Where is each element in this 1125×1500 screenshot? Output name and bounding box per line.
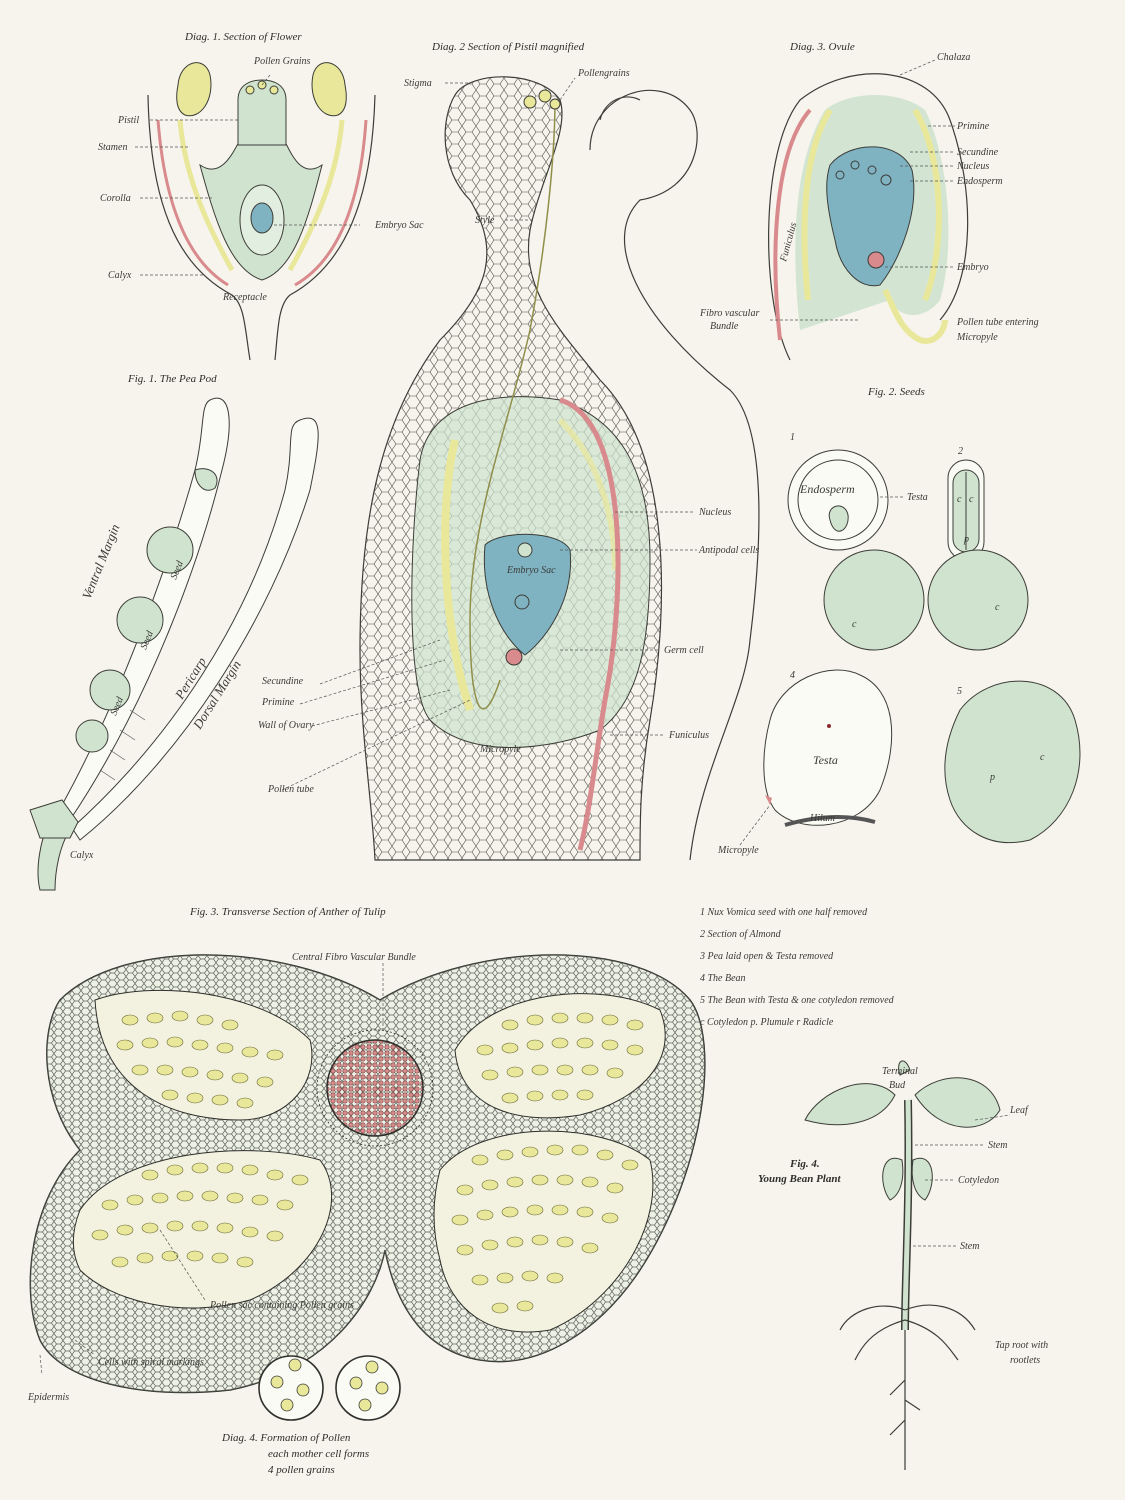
pollen-sac-top-left [94,989,313,1121]
fig3-title: Fig. 3. Transverse Section of Anther of … [189,906,386,918]
diag4-title-line2: each mother cell forms [268,1448,369,1460]
label-pollen-tube: Pollen tube [267,784,314,795]
label-secundine: Secundine [262,676,304,687]
label-pollen-tube-entering: Pollen tube entering [956,317,1039,328]
diag3-ovule: Diag. 3. Ovule Chalaza Primine Secundine… [699,41,1039,361]
label-antipodal-cells: Antipodal cells [698,545,759,556]
diag4-title-line1: Diag. 4. Formation of Pollen [221,1432,351,1444]
label-micropyle: Micropyle [479,744,521,755]
label-testa: Testa [907,492,928,503]
diag1-title: Diag. 1. Section of Flower [184,31,302,43]
label-calyx-2: Calyx [70,850,94,861]
diag4-title-line3: 4 pollen grains [268,1464,335,1476]
fig2-title: Fig. 2. Seeds [867,386,925,398]
fig4-title-line2: Young Bean Plant [758,1173,841,1185]
seeds-legend: 1 Nux Vomica seed with one half removed … [699,907,895,1028]
label-c-1: c [957,494,962,505]
label-c-2: c [969,494,974,505]
seed-num-2: 2 [958,446,963,457]
label-endosperm: Endosperm [956,176,1003,187]
label-wall-of-ovary: Wall of Ovary [258,720,314,731]
legend-line-4: 4 The Bean [700,973,746,984]
label-stem-2: Stem [960,1241,979,1252]
fig1-title: Fig. 1. The Pea Pod [127,373,217,385]
fig3-anther-of-tulip: Fig. 3. Transverse Section of Anther of … [27,906,706,1403]
pollen-sac-top-right [454,993,666,1119]
label-pollen-sac: Pollen sac containing Pollen grains [209,1300,354,1311]
label-primine: Primine [261,697,295,708]
pollen-sac-bottom-right [433,1130,654,1333]
label-stigma: Stigma [404,78,432,89]
label-p-2: p [989,772,995,783]
label-calyx: Calyx [108,270,132,281]
central-fibro-vascular-bundle [326,1039,424,1137]
diag2-title: Diag. 2 Section of Pistil magnified [431,41,585,53]
label-p-1: p [963,534,969,545]
label-tap-root: Tap root with [995,1340,1048,1351]
label-chalaza: Chalaza [937,52,970,63]
label-c-4: c [995,602,1000,613]
label-corolla: Corolla [100,193,131,204]
label-germ-cell: Germ cell [664,645,704,656]
fig4-title-line1: Fig. 4. [789,1158,820,1170]
legend-line-2: 2 Section of Almond [700,929,782,940]
label-cotyledon: Cotyledon [958,1175,999,1186]
label-stem-1: Stem [988,1140,1007,1151]
label-secundine-2: Secundine [957,147,999,158]
seed-num-5: 5 [957,686,962,697]
label-testa-2: Testa [813,753,838,767]
label-receptacle: Receptacle [222,292,267,303]
label-nucleus-2: Nucleus [956,161,989,172]
label-funiculus: Funiculus [668,730,709,741]
label-hilum: Hilum [809,813,835,824]
label-c-3: c [852,619,857,630]
label-cells-spiral: Cells with spiral markings [98,1357,204,1368]
label-ventral-margin: Ventral Margin [79,522,123,601]
label-central-fibro-vascular-bundle: Central Fibro Vascular Bundle [292,952,416,963]
label-pollen-grains: Pollen Grains [253,56,310,67]
label-leaf: Leaf [1009,1105,1029,1116]
fig2-seeds: Fig. 2. Seeds 1 2 3 4 5 Endosperm Testa … [717,386,1081,856]
diag3-title: Diag. 3. Ovule [789,41,855,53]
diag4-formation-of-pollen: Diag. 4. Formation of Pollen each mother… [221,1355,401,1476]
diag2-section-of-pistil: Diag. 2 Section of Pistil magnified Embr… [258,41,760,861]
fig4-young-bean-plant: Fig. 4. Young Bean Plant Terminal Bud Le… [758,1060,1048,1470]
label-terminal: Terminal [882,1066,918,1077]
legend-line-5: 5 The Bean with Testa & one cotyledon re… [700,995,895,1006]
label-epidermis: Epidermis [27,1392,69,1403]
label-primine-2: Primine [956,121,990,132]
label-micropyle-3: Micropyle [717,845,759,856]
seed-num-4: 4 [790,670,795,681]
pollen-sac-bottom-left [72,1150,333,1309]
label-endosperm-2: Endosperm [799,482,855,496]
label-embryo: Embryo [956,262,989,273]
label-fibro-vascular: Fibro vascular [699,308,759,319]
seed-num-1: 1 [790,432,795,443]
fig1-pea-pod: Fig. 1. The Pea Pod Ventral Margin Seed … [29,373,319,891]
label-embryo-sac: Embryo Sac [374,220,424,231]
label-micropyle-2: Micropyle [956,332,998,343]
label-c-5: c [1040,752,1045,763]
legend-line-3: 3 Pea laid open & Testa removed [699,951,834,962]
label-rootlets: rootlets [1010,1355,1040,1366]
label-stamen: Stamen [98,142,127,153]
label-pollengrains: Pollengrains [577,68,630,79]
label-nucleus: Nucleus [698,507,731,518]
label-pistil: Pistil [117,115,139,126]
label-embryo-sac-2: Embryo Sac [506,565,556,576]
label-style: Style [475,215,495,226]
label-bud: Bud [889,1080,906,1091]
legend-line-6: c Cotyledon p. Plumule r Radicle [700,1017,834,1028]
diag1-section-of-flower: Diag. 1. Section of Flower Pollen Grains… [98,31,424,361]
legend-line-1: 1 Nux Vomica seed with one half removed [700,907,868,918]
label-bundle: Bundle [710,321,739,332]
